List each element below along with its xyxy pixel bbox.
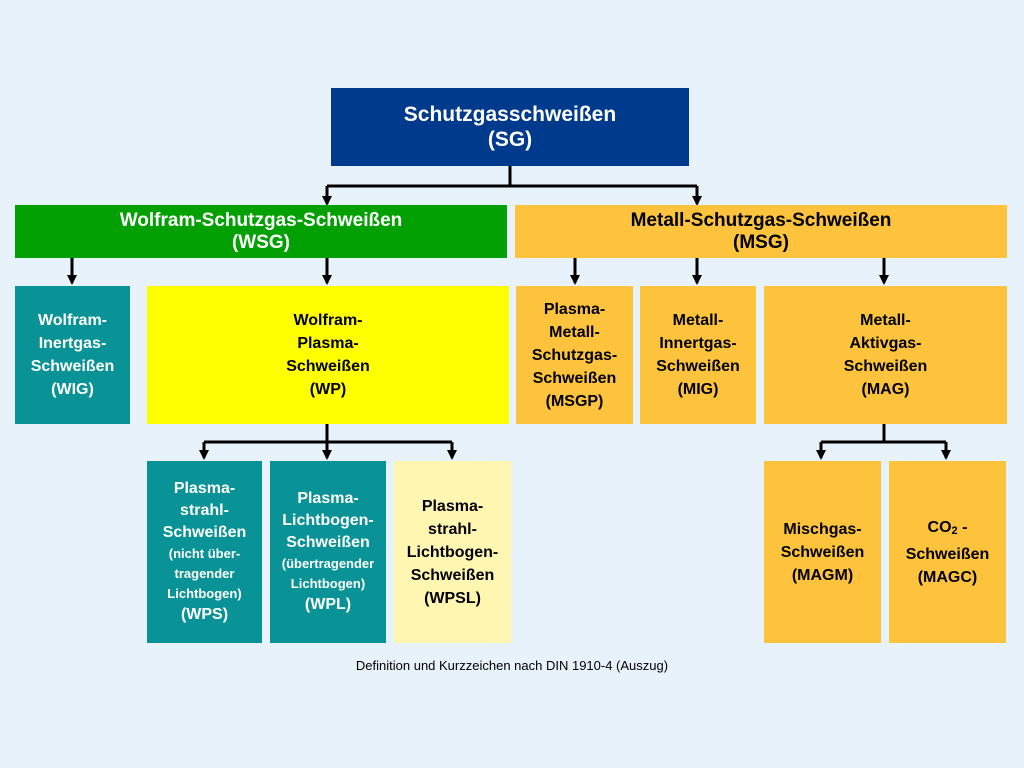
node-wpl: Plasma- Lichtbogen- Schweißen (übertrage…: [270, 461, 386, 643]
node-wpl-note: Lichtbogen): [290, 576, 366, 591]
node-wpl-note: (übertragender: [281, 556, 375, 571]
node-msg-name: Metall-Schutzgas-Schweißen: [630, 209, 892, 231]
node-magc-abbr: (MAGC): [917, 568, 978, 586]
node-wp-line: Schweißen: [286, 358, 370, 375]
node-wps-line: strahl-: [180, 502, 229, 519]
node-mag-abbr: (MAG): [861, 381, 910, 398]
node-msg: Metall-Schutzgas-Schweißen (MSG): [515, 205, 1007, 258]
node-magc: CO2 - Schweißen (MAGC): [889, 461, 1006, 643]
node-magm-line: Mischgas-: [783, 520, 862, 538]
node-magm-line: Schweißen: [780, 543, 865, 561]
node-wpsl-line: Schweißen: [410, 566, 495, 584]
node-msgp: Plasma- Metall- Schutzgas- Schweißen (MS…: [516, 286, 633, 424]
node-wpl-abbr: (WPL): [304, 596, 352, 613]
node-wpsl-abbr: (WPSL): [424, 589, 481, 607]
node-msgp-abbr: (MSGP): [545, 392, 604, 410]
node-wpsl-line: Lichtbogen-: [406, 543, 499, 561]
node-wig-abbr: (WIG): [51, 381, 94, 398]
node-wps-line: Plasma-: [173, 480, 236, 497]
node-wsg-abbr: (WSG): [231, 231, 291, 253]
node-msgp-line: Metall-: [549, 323, 600, 341]
node-wpsl-line: Plasma-: [421, 497, 484, 515]
node-wig: Wolfram- Inertgas- Schweißen (WIG): [15, 286, 130, 424]
node-mag-line: Schweißen: [843, 358, 928, 375]
node-mig-abbr: (MIG): [677, 381, 719, 398]
node-wig-line: Inertgas-: [38, 335, 107, 352]
node-magm: Mischgas- Schweißen (MAGM): [764, 461, 881, 643]
node-msg-abbr: (MSG): [733, 231, 789, 253]
node-wps-line: Schweißen: [162, 524, 247, 541]
node-msgp-line: Plasma-: [543, 300, 606, 318]
node-wpsl: Plasma- strahl- Lichtbogen- Schweißen (W…: [394, 461, 511, 643]
node-wsg-name: Wolfram-Schutzgas-Schweißen: [119, 209, 403, 231]
co2-dash: -: [957, 518, 968, 536]
node-wpl-line: Plasma-: [297, 490, 359, 507]
footnote: Definition und Kurzzeichen nach DIN 1910…: [355, 658, 669, 673]
node-mig-line: Schweißen: [656, 358, 740, 375]
node-wps-note: Lichtbogen): [167, 586, 242, 601]
node-msgp-line: Schutzgas-: [531, 346, 618, 364]
node-wig-line: Schweißen: [30, 358, 115, 375]
node-magc-title: CO2 -: [928, 516, 968, 543]
node-mag-line: Aktivgas-: [849, 335, 922, 352]
node-wps-abbr: (WPS): [180, 606, 229, 623]
node-magm-abbr: (MAGM): [791, 566, 854, 584]
node-magc-line: Schweißen: [905, 545, 990, 563]
node-wig-line: Wolfram-: [37, 312, 108, 329]
node-wsg: Wolfram-Schutzgas-Schweißen (WSG): [15, 205, 507, 258]
node-mig-line: Metall-: [672, 312, 724, 329]
node-sg: Schutzgasschweißen (SG): [331, 88, 689, 166]
node-mig-line: Innertgas-: [659, 335, 737, 352]
node-mag: Metall- Aktivgas- Schweißen (MAG): [764, 286, 1007, 424]
node-wp-abbr: (WP): [309, 381, 347, 398]
node-wpl-line: Lichtbogen-: [282, 512, 374, 529]
node-wps-note: tragender: [174, 566, 235, 581]
node-sg-abbr: (SG): [487, 128, 533, 151]
node-sg-name: Schutzgasschweißen: [403, 103, 617, 126]
node-wps: Plasma- strahl- Schweißen (nicht über- t…: [147, 461, 262, 643]
node-wpsl-line: strahl-: [428, 520, 477, 538]
node-mig: Metall- Innertgas- Schweißen (MIG): [640, 286, 756, 424]
co2-formula: CO: [927, 518, 952, 536]
node-msgp-line: Schweißen: [532, 369, 617, 387]
node-wp: Wolfram- Plasma- Schweißen (WP): [147, 286, 509, 424]
node-wpl-line: Schweißen: [286, 534, 370, 551]
node-wp-line: Plasma-: [297, 335, 359, 352]
node-wps-note: (nicht über-: [168, 546, 241, 561]
co2-subscript: 2: [951, 524, 958, 537]
node-mag-line: Metall-: [860, 312, 911, 329]
node-wp-line: Wolfram-: [293, 312, 363, 329]
